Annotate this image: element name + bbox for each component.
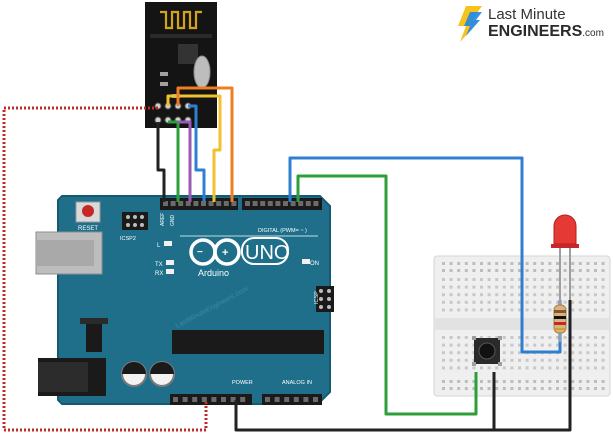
- led-l-label: L: [157, 243, 161, 249]
- resistor: [553, 300, 567, 342]
- red-led: [551, 214, 579, 300]
- svg-text:−: −: [197, 247, 203, 258]
- svg-text:+: +: [222, 247, 228, 259]
- board-brand: Arduino: [198, 268, 229, 278]
- led-on-label: ON: [310, 261, 319, 267]
- led-tx-label: TX: [155, 262, 163, 268]
- wire-led-blue: [288, 156, 562, 354]
- power-header: [170, 394, 252, 405]
- logo-text-engineers: ENGINEERS: [488, 23, 583, 40]
- analog-label: ANALOG IN: [282, 380, 312, 386]
- aref-label: AREF: [160, 213, 166, 226]
- wire-purple: [178, 120, 192, 202]
- icsp2-header: [122, 212, 148, 230]
- atmega-chip: [172, 330, 324, 354]
- reset-label: RESET: [78, 226, 98, 232]
- logo-text-suffix: .com: [582, 28, 604, 39]
- board-model: UNO: [245, 242, 289, 264]
- analog-header: [262, 394, 322, 405]
- nrf24l01-module: [145, 2, 217, 128]
- icsp2-label: ICSP2: [120, 236, 136, 242]
- power-label: POWER: [232, 380, 253, 386]
- wire-orange: [176, 86, 234, 202]
- wire-gnd-black: [156, 122, 166, 202]
- gnd-label: GND: [170, 215, 176, 227]
- lightning-bolt-icon: [458, 6, 482, 42]
- wire-gnd-breadboard: [234, 372, 496, 432]
- icsp-label: ICSP: [314, 291, 320, 304]
- push-button: [472, 336, 502, 366]
- logo-text-line2: ENGINEERS.com: [488, 23, 604, 41]
- wire-blue: [188, 104, 206, 202]
- wire-led-gnd: [494, 300, 572, 432]
- arduino-infinity-logo: − +: [189, 238, 241, 266]
- wire-ce-green: [168, 120, 180, 202]
- wire-yellow: [166, 94, 222, 202]
- digital-label: DIGITAL (PWM= ~ ): [258, 228, 307, 234]
- brand-logo: Last Minute ENGINEERS.com: [452, 4, 612, 44]
- logo-text-line1: Last Minute: [488, 6, 566, 23]
- wire-vcc-red: [2, 106, 208, 432]
- arduino-uno-board: RESET ICSP2 AREF GND DIGITAL (PWM= ~ ) −…: [35, 195, 334, 405]
- wires: [2, 86, 572, 432]
- led-rx-label: RX: [155, 271, 163, 277]
- wire-button-green: [296, 174, 478, 416]
